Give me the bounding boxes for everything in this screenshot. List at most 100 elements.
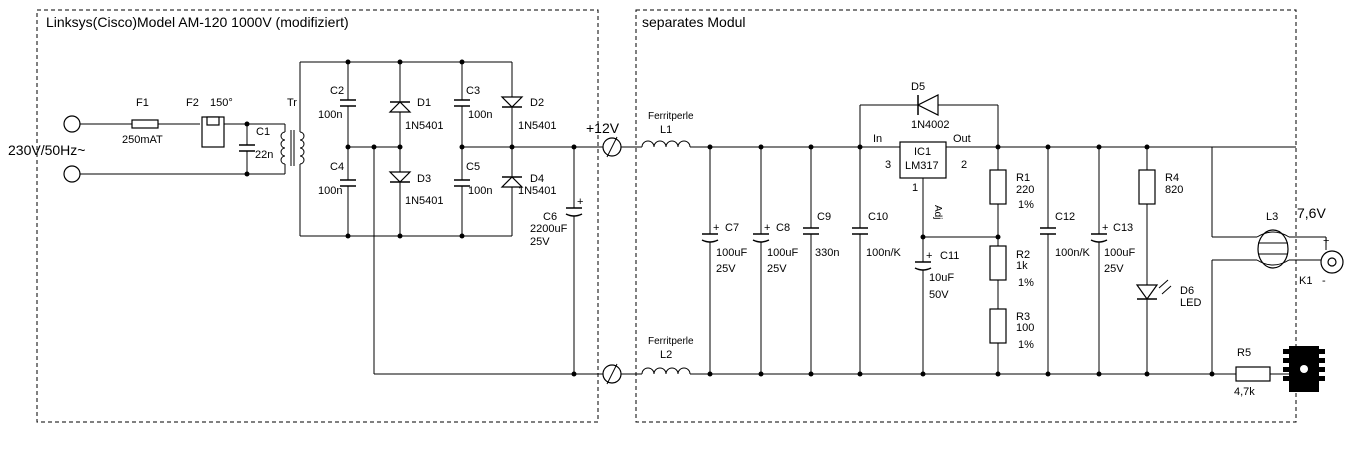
choke-l3	[1256, 229, 1290, 269]
c2-value: 100n	[318, 109, 342, 121]
c1-name: C1	[256, 126, 270, 138]
c11-value: 10uF	[929, 272, 954, 284]
c1-value: 22n	[255, 149, 273, 161]
l2-type: Ferritperle	[648, 336, 694, 347]
tr-name: Tr	[287, 97, 297, 109]
ic1-pin-out: Out	[953, 133, 971, 145]
c4-name: C4	[330, 161, 344, 173]
c10-name: C10	[868, 211, 888, 223]
c6-plus: +	[577, 196, 583, 208]
diode-d5	[916, 94, 939, 116]
r5-value: 4,7k	[1234, 386, 1255, 398]
c13-voltage: 25V	[1104, 263, 1124, 275]
r4-value: 820	[1165, 184, 1183, 196]
led-d6	[1135, 284, 1159, 301]
c5-value: 100n	[468, 185, 492, 197]
plus12v-label: +12V	[586, 120, 620, 136]
c12-value: 100n/K	[1055, 247, 1091, 259]
c9-value: 330n	[815, 247, 839, 259]
diode-d3	[388, 171, 412, 183]
ic-chip-icon	[1283, 346, 1325, 392]
c8-plus: +	[764, 222, 770, 234]
ic1-pin1: 1	[912, 182, 918, 194]
mains-terminal-top	[63, 115, 81, 133]
f2-value: 150°	[210, 97, 233, 109]
c8-value: 100uF	[767, 247, 798, 259]
diode-d2	[500, 96, 524, 108]
f2-name: F2	[186, 97, 199, 109]
r4-name: R4	[1165, 172, 1179, 184]
r1-name: R1	[1016, 172, 1030, 184]
c3-name: C3	[466, 85, 480, 97]
mains-terminal-bottom	[63, 165, 81, 183]
d6-name: D6	[1180, 285, 1194, 297]
d2-name: D2	[530, 97, 544, 109]
transformer-tr	[280, 62, 305, 236]
c11-voltage: 50V	[929, 289, 949, 301]
module-left-title: Linksys(Cisco)Model AM-120 1000V (modifi…	[46, 14, 349, 30]
resistor-r4	[1138, 169, 1156, 205]
r3-tol: 1%	[1018, 339, 1034, 351]
k1-minus: -	[1322, 275, 1326, 287]
regulator-ic1	[899, 141, 947, 179]
c7-value: 100uF	[716, 247, 747, 259]
f1-value: 250mAT	[122, 134, 163, 146]
l2-name: L2	[660, 349, 672, 361]
c10-value: 100n/K	[866, 247, 902, 259]
r1-value: 220	[1016, 184, 1034, 196]
ic1-pin2: 2	[961, 159, 967, 171]
d3-value: 1N5401	[405, 195, 444, 207]
c9-name: C9	[817, 211, 831, 223]
ic1-name: IC1	[914, 146, 931, 158]
mains-label: 230V/50Hz~	[8, 142, 85, 158]
ic1-pin-in: In	[873, 133, 882, 145]
d2-value: 1N5401	[518, 120, 557, 132]
k1-name: K1	[1299, 275, 1312, 287]
d1-name: D1	[417, 97, 431, 109]
c2-name: C2	[330, 85, 344, 97]
module-left-box	[36, 9, 599, 423]
c7-plus: +	[713, 222, 719, 234]
c11-plus: +	[926, 250, 932, 262]
c11-name: C11	[940, 250, 959, 262]
r3-name: R3	[1016, 311, 1030, 323]
d6-value: LED	[1180, 297, 1201, 309]
c8-name: C8	[776, 222, 790, 234]
r1-tol: 1%	[1018, 199, 1034, 211]
resistor-r5	[1235, 366, 1271, 382]
r3-value: 100	[1016, 322, 1034, 334]
resistor-r2	[989, 245, 1007, 281]
r2-tol: 1%	[1018, 277, 1034, 289]
ferrite-l2	[641, 367, 691, 375]
c6-voltage: 25V	[530, 236, 550, 248]
c12-name: C12	[1055, 211, 1075, 223]
c3-value: 100n	[468, 109, 492, 121]
k1-plus: +	[1323, 235, 1329, 247]
ferrite-l1	[641, 140, 691, 148]
r2-name: R2	[1016, 249, 1030, 261]
d4-name: D4	[530, 173, 544, 185]
r5-name: R5	[1237, 347, 1251, 359]
out-voltage: 7,6V	[1297, 205, 1326, 221]
d5-name: D5	[911, 81, 925, 93]
c8-voltage: 25V	[767, 263, 787, 275]
d1-value: 1N5401	[405, 120, 444, 132]
l1-type: Ferritperle	[648, 111, 694, 122]
c13-value: 100uF	[1104, 247, 1135, 259]
l3-name: L3	[1266, 211, 1278, 223]
c5-name: C5	[466, 161, 480, 173]
fuse-f1	[131, 119, 159, 129]
c6-value: 2200uF	[530, 223, 568, 235]
c7-voltage: 25V	[716, 263, 736, 275]
ic1-adj: Adj	[932, 205, 943, 219]
c4-value: 100n	[318, 185, 342, 197]
d4-value: 1N5401	[518, 185, 557, 197]
d3-name: D3	[417, 173, 431, 185]
f1-name: F1	[136, 97, 149, 109]
d5-value: 1N4002	[911, 119, 950, 131]
r2-value: 1k	[1016, 260, 1028, 272]
resistor-r3	[989, 308, 1007, 344]
l1-name: L1	[660, 124, 672, 136]
resistor-r1	[989, 169, 1007, 205]
